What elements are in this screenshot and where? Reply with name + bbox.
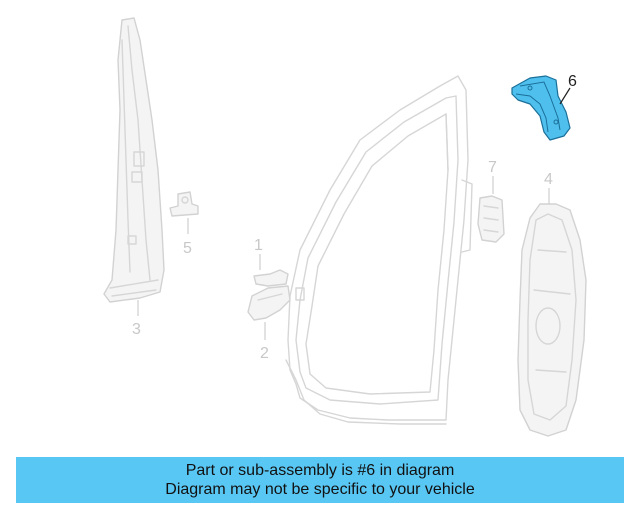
leader-lines (137, 87, 571, 340)
parts-diagram: 1 2 3 4 5 6 7 (103, 17, 587, 437)
door-frame (285, 75, 473, 425)
part-1-bracket[interactable] (253, 269, 289, 287)
callout-5[interactable]: 5 (183, 240, 192, 257)
callout-3[interactable]: 3 (132, 321, 141, 338)
caption-line-disclaimer: Diagram may not be specific to your vehi… (165, 481, 475, 498)
part-2-bracket[interactable] (247, 285, 305, 321)
callout-4[interactable]: 4 (544, 171, 553, 188)
callout-1[interactable]: 1 (254, 237, 263, 254)
part-5-clip[interactable] (169, 191, 199, 217)
callout-7[interactable]: 7 (488, 159, 497, 176)
callout-2[interactable]: 2 (260, 345, 269, 362)
diagram-caption-banner: Part or sub-assembly is #6 in diagram Di… (16, 457, 624, 503)
callout-6[interactable]: 6 (568, 73, 577, 90)
caption-line-part: Part or sub-assembly is #6 in diagram (185, 462, 455, 479)
part-3-pillar[interactable] (103, 17, 165, 303)
part-4-door-panel[interactable] (517, 203, 587, 437)
part-6-bracket[interactable] (511, 75, 571, 141)
part-7-bracket[interactable] (477, 195, 505, 243)
